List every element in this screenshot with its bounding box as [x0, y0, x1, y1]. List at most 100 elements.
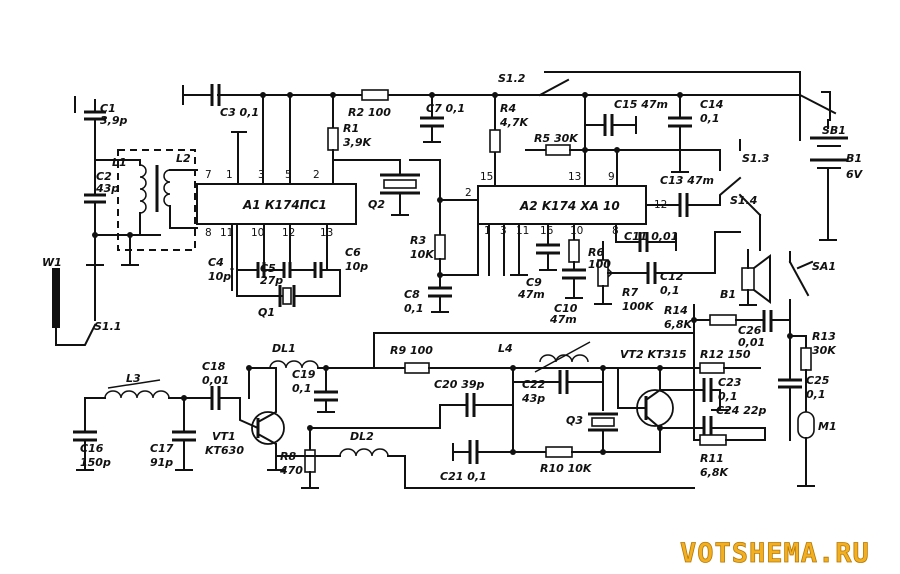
label-c7: C7 0,1 [426, 102, 465, 115]
label-r8: R8 [280, 450, 296, 463]
label-s11: S1.1 [94, 320, 121, 333]
chip-a2-label: A2 K174 XA 10 [519, 199, 620, 213]
q2-r3-c8 [332, 149, 479, 313]
label-r12: R12 150 [700, 348, 751, 361]
label-c2: C2 [96, 170, 112, 183]
label-r4-value: 4,7K [499, 116, 529, 129]
label-c12-value: 0,1 [660, 284, 680, 297]
label-s12: S1.2 [498, 72, 526, 85]
input-tank [74, 96, 198, 266]
label-r14-value: 6,8K [664, 318, 693, 331]
label-c26-value: 0,01 [738, 336, 765, 349]
label-c3: C3 0,1 [220, 106, 259, 119]
label-c12: C12 [660, 270, 684, 283]
label-dl2: DL2 [350, 430, 374, 443]
label-c17: C17 [150, 442, 174, 455]
switches-power [538, 71, 848, 337]
label-c20: C20 39p [434, 378, 485, 391]
label-sb1: SB1 [822, 124, 846, 137]
label-r2: R2 100 [348, 106, 391, 119]
label-r3-value: 10K [410, 248, 435, 261]
label-vt1: VT1 [212, 430, 236, 443]
label-c23-value: 0,1 [718, 390, 738, 403]
label-vt2: VT2 KT315 [620, 348, 687, 361]
label-c2-value: 43p [95, 182, 119, 195]
label-r5: R5 30K [534, 132, 579, 145]
resistor-r4 [489, 129, 501, 153]
antenna-w1 [52, 264, 97, 346]
a1-pin-11: 11 [220, 227, 233, 239]
label-c8: C8 [404, 288, 420, 301]
label-b1: B1 [846, 152, 862, 165]
label-s13: S1.3 [742, 152, 770, 165]
label-c10-value: 47m [549, 313, 577, 326]
label-s14: S1.4 [730, 194, 757, 207]
label-w1: W1 [42, 256, 62, 269]
label-c16-value: 150p [80, 456, 111, 469]
a1-pin-13: 13 [320, 227, 333, 239]
watermark-logo: VOTSHEMA.RU [680, 538, 870, 569]
a2-pin-2: 2 [465, 187, 472, 199]
label-r4: R4 [500, 102, 516, 115]
label-r8-value: 470 [279, 464, 303, 477]
label-c4-value: 10p [208, 270, 231, 283]
label-r14: R14 [664, 304, 688, 317]
a1-pin-8: 8 [205, 227, 212, 239]
a2-pin-9: 9 [608, 171, 615, 183]
a1-pin-2: 2 [313, 169, 320, 181]
label-r6: R6 [588, 246, 604, 259]
resistor-r1 [327, 127, 339, 151]
label-c8-value: 0,1 [404, 302, 424, 315]
label-vt1-value: KT630 [205, 444, 244, 457]
a1-crystal-network [230, 262, 341, 307]
label-c15: C15 47m [614, 98, 668, 111]
label-c14: C14 [700, 98, 723, 111]
label-c18: C18 [202, 360, 226, 373]
a1-pin-12: 12 [282, 227, 295, 239]
label-c14-value: 0,1 [700, 112, 720, 125]
label-r1: R1 [343, 122, 359, 135]
label-r9: R9 100 [390, 344, 433, 357]
chip-a1 [196, 183, 357, 225]
label-c6: C6 [345, 246, 361, 259]
label-r13-value: 30K [812, 344, 837, 357]
label-r3: R3 [410, 234, 426, 247]
label-c9: C9 [526, 276, 542, 289]
label-r6-value: 100 [588, 258, 611, 271]
label-c13: C13 47m [660, 174, 714, 187]
label-m1: M1 [818, 420, 837, 433]
label-c5: C5 [260, 262, 276, 275]
label-dl1: DL1 [272, 342, 296, 355]
label-c22: C22 [522, 378, 546, 391]
a2-pin-16: 16 [540, 225, 554, 237]
label-c10: C10 [554, 302, 578, 315]
a1-pin-7: 7 [205, 169, 212, 181]
label-c4: C4 [208, 256, 224, 269]
label-r1-value: 3,9K [343, 136, 372, 149]
junction-dots [92, 92, 793, 455]
label-l3: L3 [126, 372, 141, 385]
label-r11: R11 [700, 452, 724, 465]
label-c18-value: 0,01 [202, 374, 229, 387]
label-c25-value: 0,1 [806, 388, 826, 401]
label-c11: C11 0,01 [624, 230, 678, 243]
a2-wiring [488, 94, 742, 305]
label-l4: L4 [498, 342, 513, 355]
a2-pin-10: 10 [570, 225, 583, 237]
label-r7: R7 [622, 286, 638, 299]
label-c1: C1 [100, 102, 116, 115]
label-c19-value: 0,1 [292, 382, 312, 395]
a1-pin-10: 10 [251, 227, 264, 239]
label-r7-value: 100K [622, 300, 655, 313]
label-c23: C23 [718, 376, 742, 389]
transmitter [73, 332, 766, 489]
label-b1-value: 6V [846, 168, 864, 181]
label-q3: Q3 [566, 414, 583, 427]
label-speaker-b1: B1 [720, 288, 736, 301]
label-c17-value: 91p [150, 456, 173, 469]
a1-pin-3: 3 [258, 169, 265, 181]
a2-pin-1: 1 [484, 225, 491, 237]
chip-a2 [477, 185, 647, 225]
label-sa1: SA1 [812, 260, 836, 273]
